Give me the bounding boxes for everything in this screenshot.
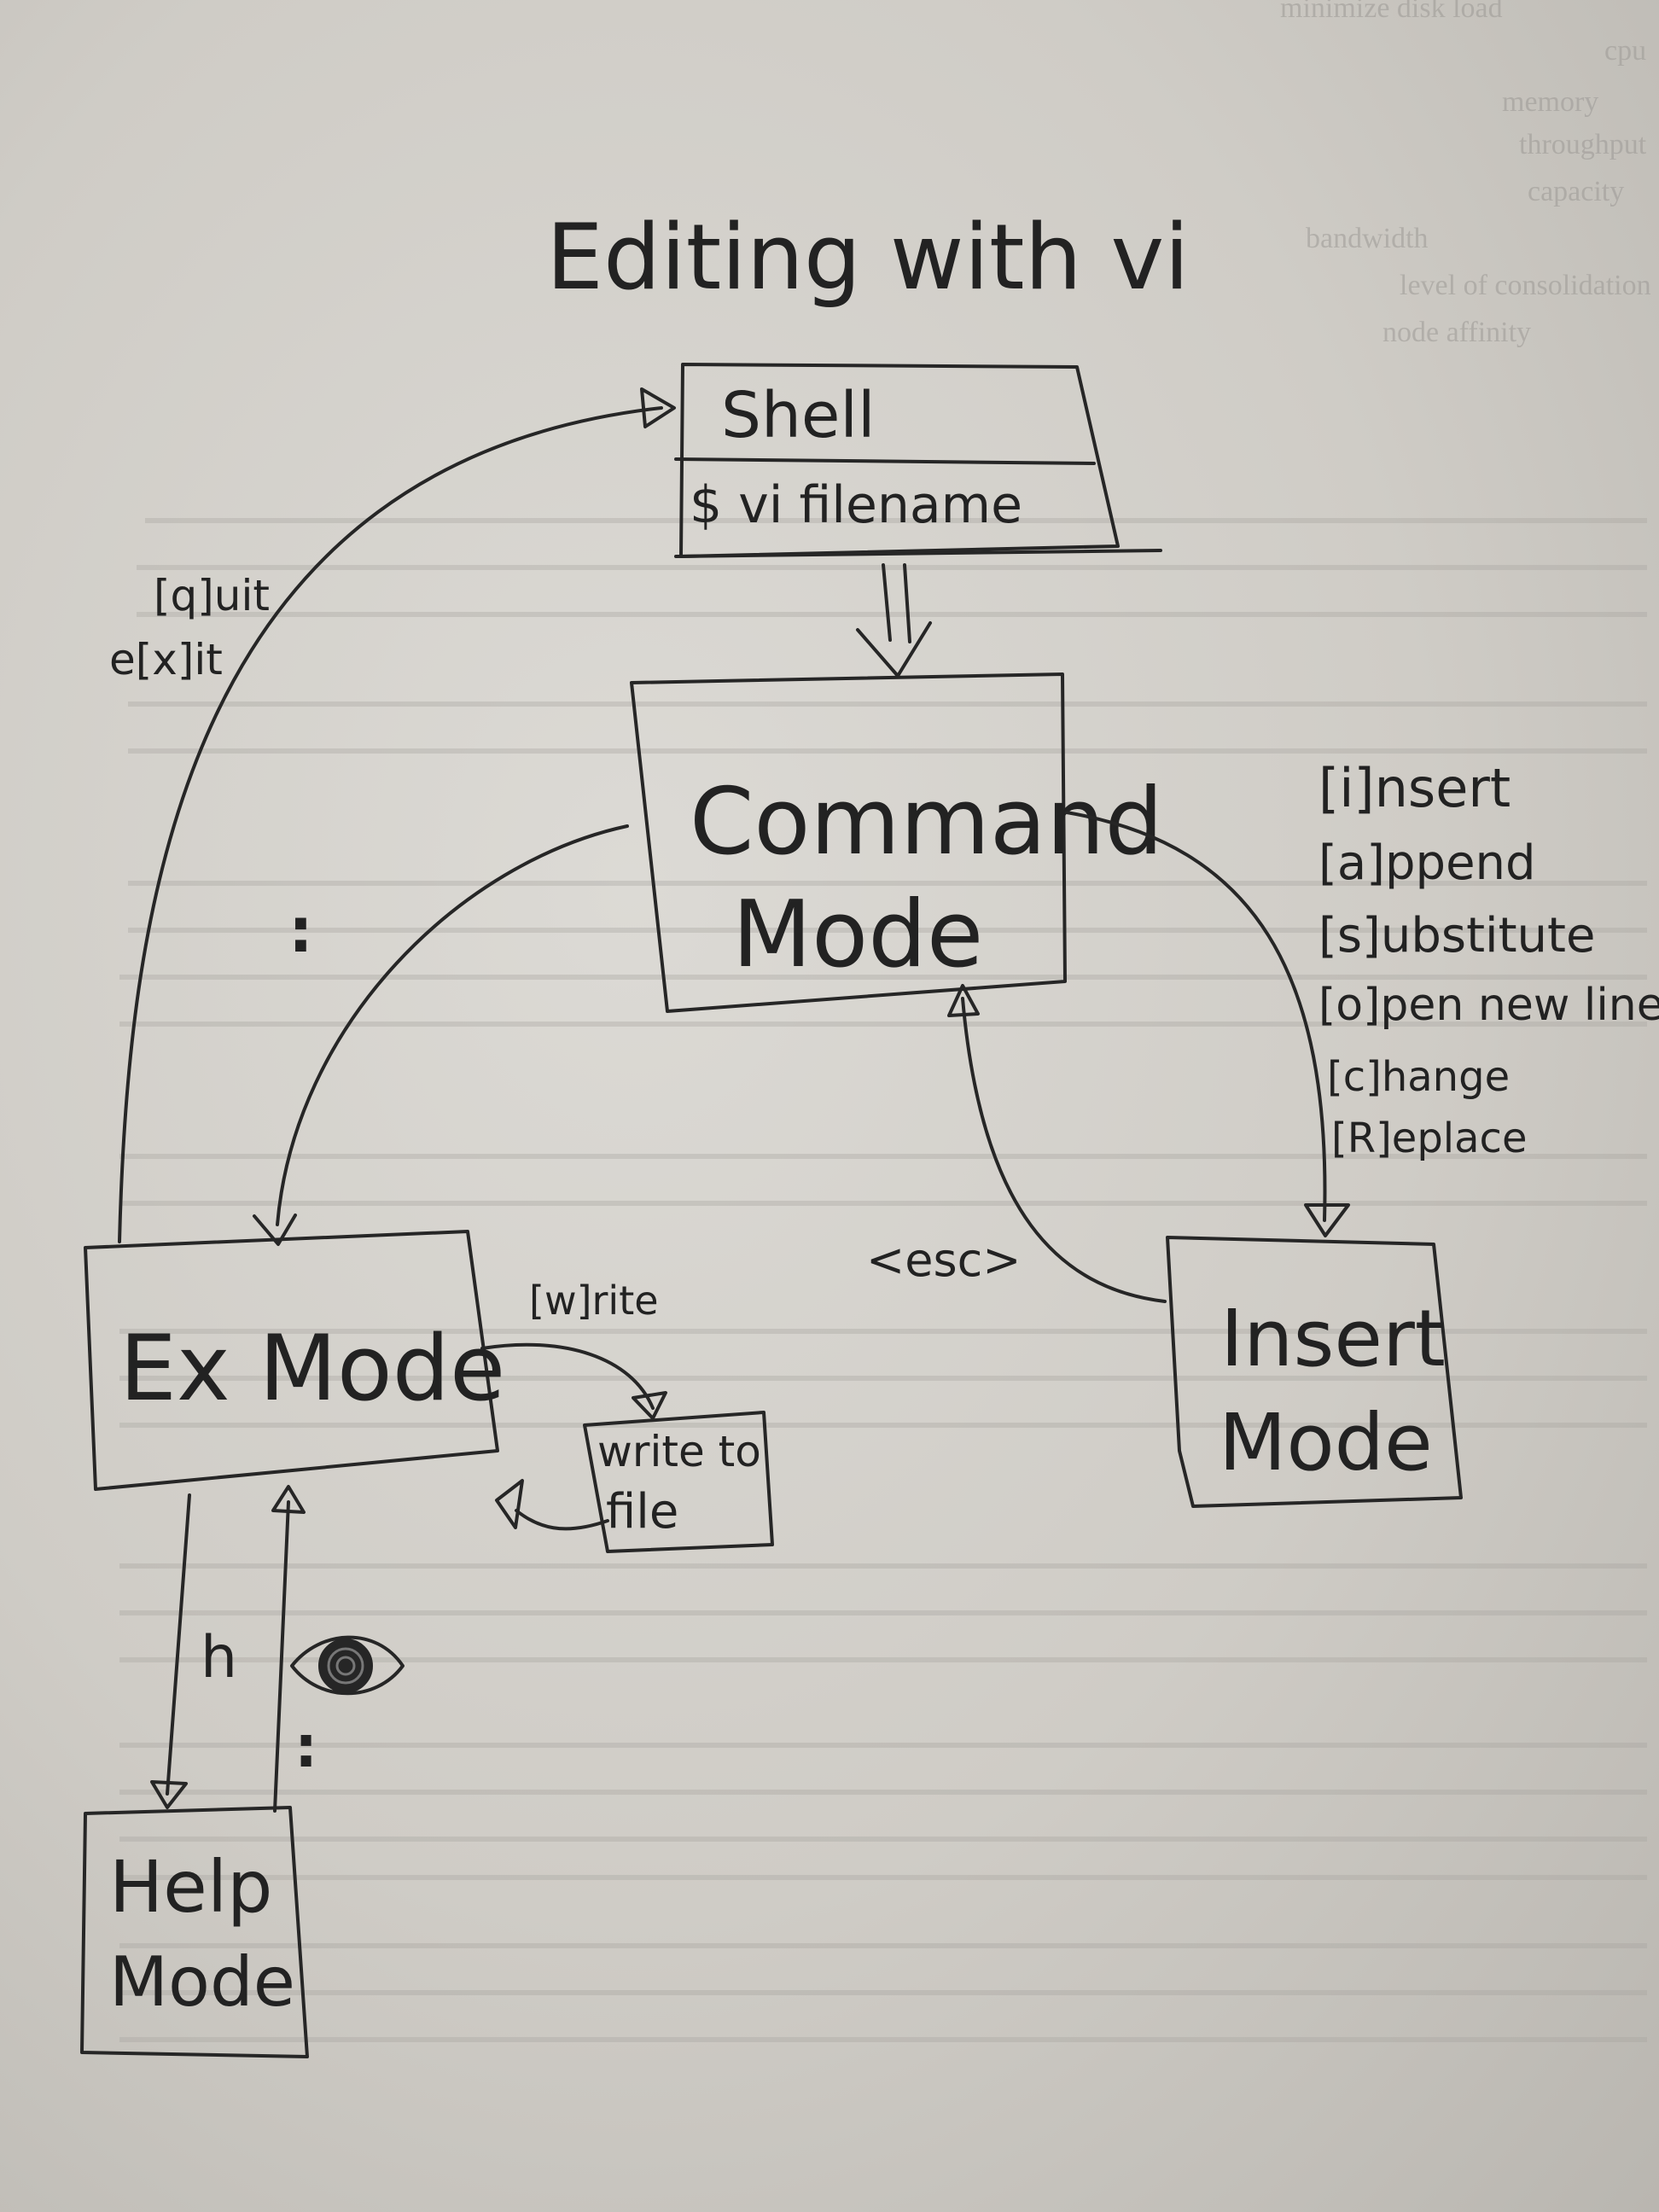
ex-to-shell-arrow xyxy=(118,387,676,1243)
ex-to-help-arrow xyxy=(150,1493,191,1809)
ex-mode-box: Ex Mode xyxy=(84,1230,505,1491)
insert-commands-list: [i]nsert [a]ppend [s]ubstitute [o]pen ne… xyxy=(1318,757,1659,1162)
bleed-line: memory xyxy=(1502,86,1598,118)
insert-command-item: [s]ubstitute xyxy=(1318,908,1595,963)
shell-command: $ vi filename xyxy=(690,475,1022,535)
quit-label: [q]uit xyxy=(154,571,270,620)
ex-mode-label: Ex Mode xyxy=(119,1316,505,1421)
esc-label: <esc> xyxy=(866,1233,1022,1287)
bleed-line: cpu xyxy=(1604,35,1646,67)
help-mode-label-line2: Mode xyxy=(109,1942,295,2022)
diagram-title: Editing with vi xyxy=(546,205,1190,310)
command-to-ex-arrow xyxy=(253,824,629,1246)
insert-command-item: [a]ppend xyxy=(1318,835,1536,891)
shell-title: Shell xyxy=(721,379,876,452)
shell-to-command-arrow xyxy=(856,563,932,678)
bleed-line: capacity xyxy=(1528,176,1624,207)
bleed-line: node affinity xyxy=(1382,317,1531,348)
command-mode-label-line2: Mode xyxy=(732,882,983,988)
write-to-file-line2: file xyxy=(606,1484,678,1540)
bleed-line: level of consolidation xyxy=(1400,270,1651,301)
bleed-line: bandwidth xyxy=(1306,223,1429,254)
command-to-insert-arrow xyxy=(1065,811,1350,1237)
insert-mode-box: Insert Mode xyxy=(1166,1236,1463,1508)
h-label: h xyxy=(201,1624,237,1691)
insert-mode-label-line2: Mode xyxy=(1219,1397,1433,1488)
shell-box: Shell $ vi filename xyxy=(674,363,1162,558)
eye-icon xyxy=(290,1635,405,1696)
bleed-line: minimize disk load xyxy=(1280,0,1503,24)
insert-to-command-arrow xyxy=(947,984,1167,1303)
insert-command-item: [R]eplace xyxy=(1331,1115,1527,1162)
insert-command-item: [i]nsert xyxy=(1318,757,1511,819)
ex-to-write-arrow xyxy=(480,1342,667,1420)
insert-mode-label-line1: Insert xyxy=(1220,1293,1446,1384)
insert-command-item: [c]hange xyxy=(1327,1053,1510,1101)
help-mode-box: Help Mode xyxy=(80,1806,309,2058)
write-label: [w]rite xyxy=(529,1278,659,1324)
colon-label-top: : xyxy=(288,894,313,966)
help-mode-label-line1: Help xyxy=(109,1845,273,1929)
insert-command-item: [o]pen new line xyxy=(1318,980,1659,1031)
write-to-ex-arrow xyxy=(495,1479,609,1531)
bleed-line: throughput xyxy=(1519,129,1647,160)
command-mode-box: Command Mode xyxy=(630,672,1163,1013)
write-to-file-line1: write to xyxy=(597,1427,761,1476)
command-mode-label-line1: Command xyxy=(690,769,1163,876)
write-to-file-box: write to file xyxy=(583,1411,774,1553)
exit-label: e[x]it xyxy=(109,635,223,684)
colon-label-bottom: : xyxy=(294,1714,317,1781)
help-to-ex-arrow xyxy=(271,1485,306,1813)
